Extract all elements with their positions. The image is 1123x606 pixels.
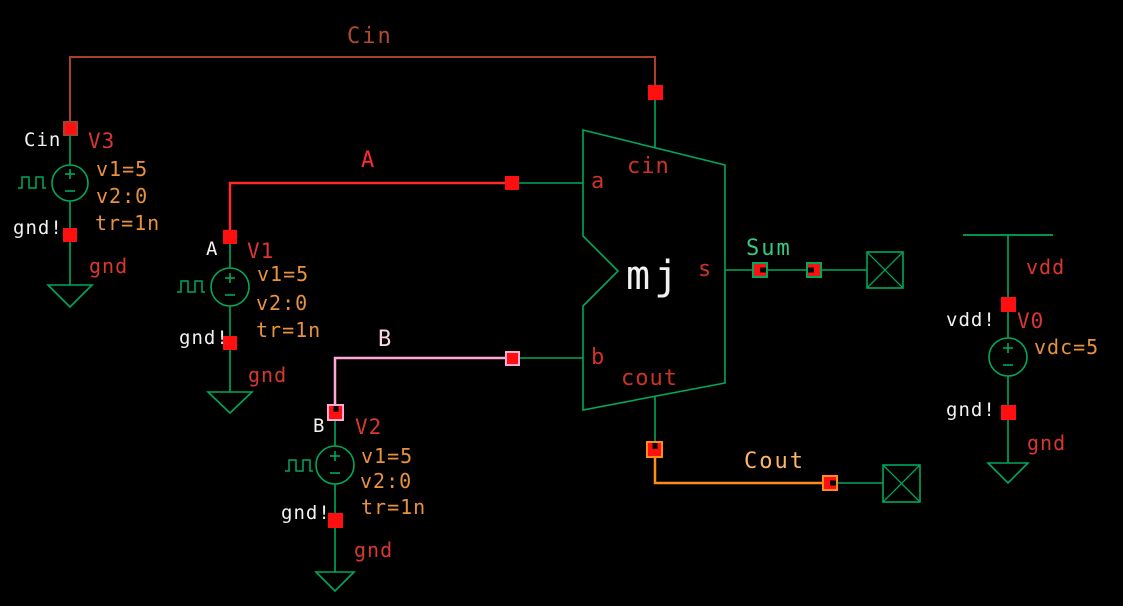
v3-prop-v2[interactable]: v2:0 bbox=[96, 184, 149, 208]
adder-pin-label-a[interactable]: a bbox=[591, 169, 606, 194]
v2-source-body[interactable] bbox=[315, 445, 355, 485]
net-label-sum[interactable]: Sum bbox=[746, 236, 792, 261]
v0-vdd-pin[interactable] bbox=[1001, 297, 1016, 312]
cout-output-port-icon[interactable] bbox=[882, 464, 921, 503]
pin-notch bbox=[333, 406, 338, 412]
v1-gnd-net-label[interactable]: gnd bbox=[248, 363, 288, 387]
v0-gnd-flag-label[interactable]: gnd! bbox=[946, 399, 996, 421]
net-b-junction-pin[interactable] bbox=[505, 351, 520, 366]
v3-ground-symbol[interactable] bbox=[46, 284, 94, 309]
v1-prop-tr[interactable]: tr=1n bbox=[256, 318, 322, 342]
net-label-cout[interactable]: Cout bbox=[744, 449, 805, 474]
v2-terminal-label[interactable]: B bbox=[313, 415, 326, 437]
v0-gnd-net-label[interactable]: gnd bbox=[1027, 431, 1067, 455]
sum-junction-pin-2[interactable] bbox=[806, 262, 822, 278]
full-adder-symbol-body[interactable] bbox=[582, 128, 726, 411]
v1-ground-symbol[interactable] bbox=[206, 391, 254, 415]
net-label-a[interactable]: A bbox=[361, 148, 377, 173]
v1-gnd-flag-label[interactable]: gnd! bbox=[179, 327, 229, 349]
v2-gnd-pin[interactable] bbox=[328, 513, 343, 528]
sum-output-port-icon[interactable] bbox=[866, 251, 904, 289]
v2-top-pin[interactable] bbox=[327, 404, 344, 421]
v1-prop-v2[interactable]: v2:0 bbox=[256, 291, 309, 315]
adder-pin-label-b[interactable]: b bbox=[591, 345, 606, 370]
wire-net-cout[interactable] bbox=[653, 457, 823, 485]
pin-notch bbox=[652, 443, 657, 449]
adder-instance-name[interactable]: mj bbox=[626, 253, 683, 299]
v3-prop-tr[interactable]: tr=1n bbox=[95, 211, 161, 235]
v3-terminal-label[interactable]: Cin bbox=[24, 129, 62, 151]
v2-instance-name[interactable]: V2 bbox=[355, 415, 383, 439]
v3-instance-name[interactable]: V3 bbox=[88, 129, 116, 153]
pin-notch bbox=[808, 267, 814, 273]
v3-gnd-flag-label[interactable]: gnd! bbox=[13, 217, 63, 239]
v1-terminal-label[interactable]: A bbox=[206, 238, 219, 260]
v0-ground-symbol[interactable] bbox=[986, 462, 1030, 485]
v2-gnd-flag-label[interactable]: gnd! bbox=[281, 502, 331, 524]
v1-source-body[interactable] bbox=[210, 267, 250, 307]
net-cin-junction-pin[interactable] bbox=[648, 85, 663, 100]
v0-vdd-net-label[interactable]: vdd bbox=[1026, 255, 1066, 279]
wire-net-cin[interactable] bbox=[69, 56, 656, 121]
wire-net-a[interactable] bbox=[228, 181, 512, 230]
adder-pin-label-cin[interactable]: cin bbox=[627, 154, 670, 179]
v2-prop-v2[interactable]: v2:0 bbox=[360, 469, 413, 493]
v0-gnd-pin[interactable] bbox=[1001, 405, 1016, 420]
v0-vdd-flag-label[interactable]: vdd! bbox=[946, 309, 996, 331]
v2-prop-v1[interactable]: v1=5 bbox=[361, 444, 414, 468]
wire-net-b[interactable] bbox=[333, 356, 512, 406]
v3-pulse-waveform-icon bbox=[18, 176, 46, 189]
v3-gnd-pin[interactable] bbox=[63, 228, 77, 242]
sum-junction-pin-1[interactable] bbox=[752, 262, 768, 278]
cout-junction-pin-2[interactable] bbox=[822, 475, 838, 491]
v3-top-pin[interactable] bbox=[63, 121, 78, 136]
pin-notch bbox=[830, 480, 836, 486]
sum-output-port-icon bbox=[866, 251, 904, 289]
v2-prop-tr[interactable]: tr=1n bbox=[361, 495, 427, 519]
v1-pulse-waveform-icon bbox=[177, 280, 205, 293]
v1-instance-name[interactable]: V1 bbox=[247, 239, 275, 263]
net-a-junction-pin[interactable] bbox=[505, 176, 519, 190]
v3-source-body[interactable] bbox=[51, 164, 89, 202]
adder-pin-label-cout[interactable]: cout bbox=[621, 366, 678, 391]
v2-ground-symbol[interactable] bbox=[314, 571, 356, 593]
v2-pulse-waveform-icon bbox=[285, 459, 313, 472]
v2-gnd-net-label[interactable]: gnd bbox=[354, 538, 394, 562]
net-label-cin[interactable]: Cin bbox=[347, 24, 393, 49]
v0-source-body[interactable] bbox=[988, 337, 1028, 377]
v3-gnd-net-label[interactable]: gnd bbox=[89, 254, 129, 278]
v1-prop-v1[interactable]: v1=5 bbox=[257, 262, 310, 286]
v1-gnd-pin[interactable] bbox=[223, 336, 237, 350]
v3-prop-v1[interactable]: v1=5 bbox=[96, 157, 149, 181]
cout-junction-pin-1[interactable] bbox=[646, 441, 663, 458]
cout-output-port-icon bbox=[882, 464, 921, 503]
pin-notch bbox=[760, 267, 766, 273]
v1-top-pin[interactable] bbox=[223, 230, 237, 244]
adder-pin-label-s[interactable]: s bbox=[698, 257, 713, 282]
v0-prop-vdc[interactable]: vdc=5 bbox=[1034, 335, 1100, 359]
net-label-b[interactable]: B bbox=[378, 327, 394, 352]
v0-instance-name[interactable]: V0 bbox=[1017, 309, 1045, 333]
